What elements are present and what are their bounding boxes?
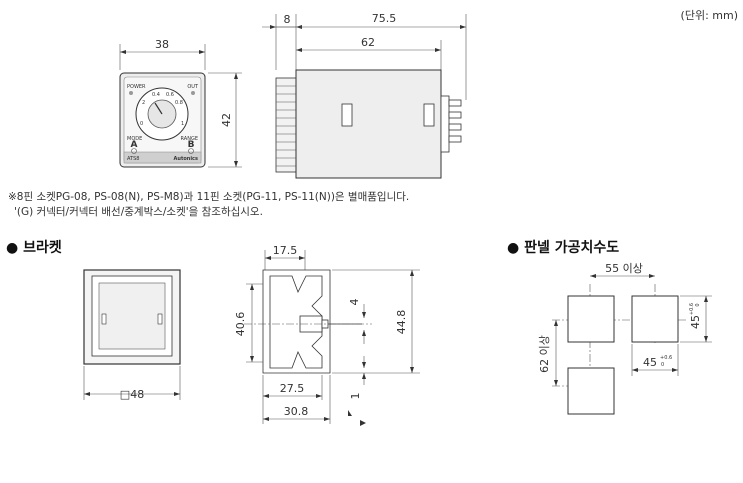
dim-total-75-5: 75.5 (372, 12, 397, 25)
panel-cut-title: ● 판넬 가공치수도 (507, 240, 619, 256)
cut-hole-top-left (567, 295, 615, 343)
dim-bracket-4: 4 (348, 299, 361, 306)
dim-bracket-40-6: 40.6 (234, 312, 247, 337)
note-sockets: ※8핀 소켓PG-08, PS-08(N), PS-M8)과 11핀 소켓(PG… (8, 190, 409, 203)
dim-bracket-30-8: 30.8 (284, 405, 309, 418)
dim-bracket-48: □48 (120, 388, 144, 401)
cut-hole-top-right (631, 295, 679, 343)
dial-num-3: 0.6 (166, 92, 174, 98)
tol-width-zero: 0 (661, 362, 664, 368)
mode-value: A (131, 140, 138, 150)
dial-num-5: 1 (181, 121, 184, 127)
out-led-icon (191, 91, 195, 95)
dim-bracket-17-5: 17.5 (273, 244, 298, 257)
dim-height-42: 42 (220, 113, 233, 127)
brand-label: Autonics (174, 156, 198, 162)
dim-bracket-1: 1 (349, 393, 362, 400)
dial-num-2: 0.4 (152, 92, 160, 98)
panel-cut-diagram: 55 이상 62 이상 45 +0.6 0 45 +0.6 0 (538, 262, 712, 415)
dim-cut-height: 45 (689, 315, 702, 329)
side-view: 8 75.5 62 (262, 12, 467, 179)
dim-h-pitch: 55 이상 (605, 262, 643, 275)
power-led-icon (129, 91, 133, 95)
tol-height-zero: 0 (695, 303, 701, 306)
dim-body-62: 62 (361, 36, 375, 49)
power-label: POWER (127, 84, 146, 90)
tol-width-plus: +0.6 (660, 355, 672, 361)
mode-switch-icon (131, 148, 137, 154)
dial-num-0: 0 (140, 121, 143, 127)
dim-bracket-44-8: 44.8 (395, 310, 408, 335)
dial-num-1: 2 (142, 100, 145, 106)
dim-flange-8: 8 (284, 13, 291, 26)
front-view: 38 ATS8 Autonics POWER OUT 0 2 0.4 0.6 0… (119, 38, 242, 168)
range-switch-icon (188, 148, 194, 154)
bracket-front-view: □48 (83, 269, 181, 401)
note-reference: '(G) 커넥터/커넥터 배선/중계박스/소켓'을 참조하십시오. (14, 205, 263, 218)
dim-cut-width: 45 (643, 356, 657, 369)
mode-label: MODE (127, 136, 142, 142)
range-label: RANGE (181, 136, 198, 142)
dial-num-4: 0.8 (175, 100, 183, 106)
out-label: OUT (187, 84, 199, 90)
dim-width-38: 38 (155, 38, 169, 51)
range-value: B (188, 140, 195, 150)
dim-bracket-27-5: 27.5 (280, 382, 305, 395)
tol-height-plus: +0.6 (689, 303, 695, 315)
bracket-title: ● 브라켓 (6, 239, 62, 256)
model-label: ATS8 (127, 156, 139, 162)
bracket-side-view: 17.5 40.6 44.8 4 1 (234, 244, 420, 426)
dim-v-pitch: 62 이상 (538, 335, 551, 373)
cut-hole-bottom-left (567, 367, 615, 415)
unit-note: (단위: mm) (681, 9, 738, 22)
timer-body (295, 69, 442, 179)
socket-pins-icon (440, 95, 462, 153)
